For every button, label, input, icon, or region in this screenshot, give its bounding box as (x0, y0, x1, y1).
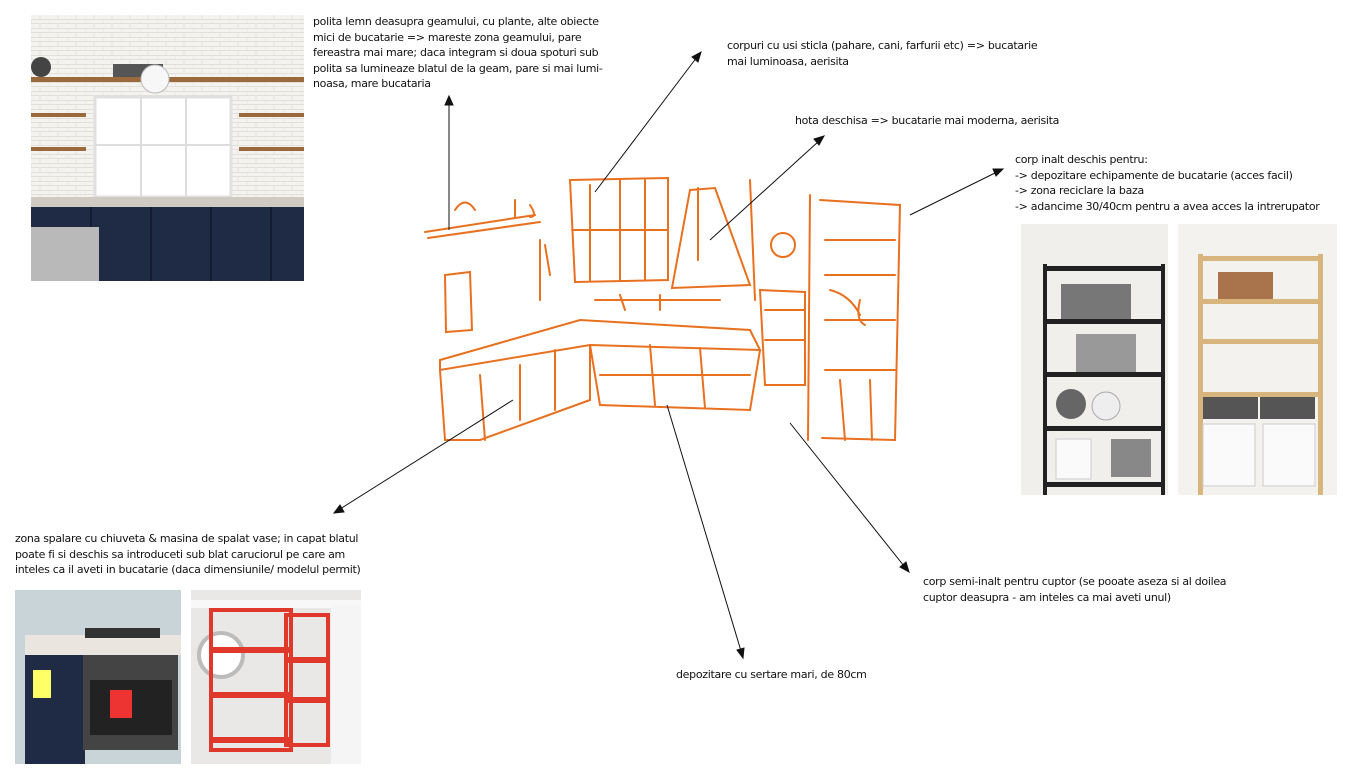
kitchen-window-shelf-photo (31, 15, 304, 281)
stove-illustration (25, 628, 181, 764)
sink-zone-note: zona spalare cu chiuveta & masina de spa… (15, 532, 361, 576)
oven-unit-note: corp semi-inalt pentru cuptor (se pooate… (923, 575, 1227, 604)
tall-unit-note: corp inalt deschis pentru: -> depozitare… (1015, 153, 1320, 213)
hood-note: hota deschisa => bucatarie mai moderna, … (795, 114, 1060, 127)
kitchen-sketch (424, 176, 902, 442)
shelf-note: polita lemn deasupra geamului, cu plante… (313, 15, 603, 90)
red-cart-illustration (191, 600, 361, 764)
wooden-shelving-illustration (1198, 254, 1323, 495)
wooden-shelving-unit-photo (1178, 224, 1337, 495)
black-shelving-unit-photo (1021, 224, 1168, 495)
annotation-arrows (332, 50, 1005, 660)
black-shelving-illustration (1043, 264, 1165, 495)
glass-cabinets-note: corpuri cu usi sticla (pahare, cani, far… (727, 39, 1038, 68)
stove-oven-photo (15, 590, 181, 764)
red-kitchen-cart-photo (191, 590, 361, 764)
drawers-note: depozitare cu sertare mari, de 80cm (676, 668, 867, 681)
kitchen-photo-illustration (31, 15, 304, 281)
